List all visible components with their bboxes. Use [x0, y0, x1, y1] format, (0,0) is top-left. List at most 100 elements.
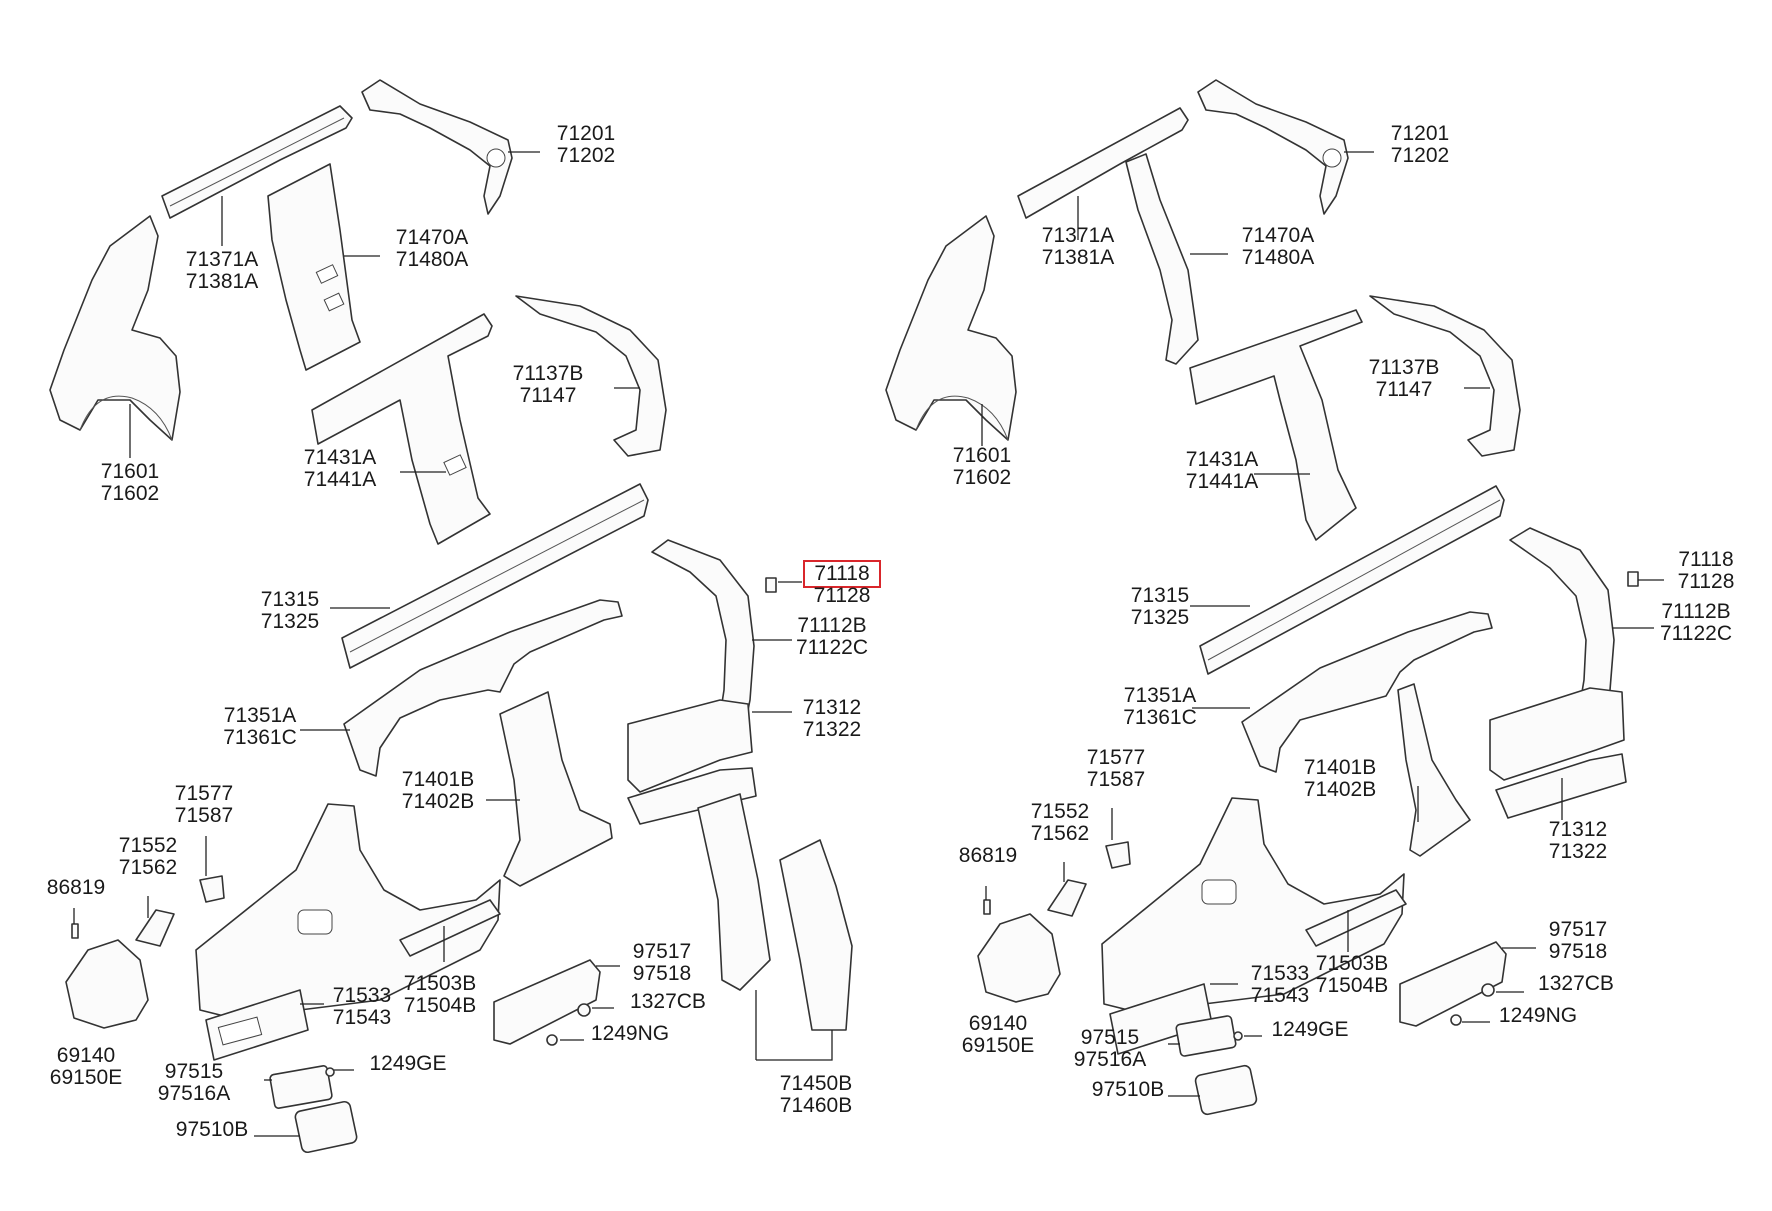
part-71112B[interactable] [651, 539, 755, 721]
part-label-r-97510B[interactable]: 97510B [1092, 1078, 1164, 1101]
part-97515[interactable] [269, 1065, 333, 1109]
part-71503B[interactable] [399, 899, 501, 957]
part-86819[interactable] [71, 923, 79, 939]
part-1249GE[interactable] [325, 1067, 335, 1077]
part-label-r-86819[interactable]: 86819 [959, 844, 1017, 867]
part-71552-r[interactable] [1047, 879, 1087, 917]
part-71470A[interactable] [267, 163, 361, 371]
part-97510B[interactable] [294, 1100, 358, 1154]
part-label-r-1327CB[interactable]: 1327CB [1538, 972, 1614, 995]
part-69140-r[interactable] [977, 913, 1061, 1003]
part-71351A[interactable] [343, 599, 623, 777]
part-71431A-r[interactable] [1189, 309, 1363, 541]
part-label-r-1249NG[interactable]: 1249NG [1499, 1004, 1577, 1027]
part-1249NG[interactable] [546, 1034, 558, 1046]
part-number: 71201 [1391, 122, 1449, 145]
part-label-r-1249GE[interactable]: 1249GE [1271, 1018, 1348, 1041]
part-71112B-r[interactable] [1509, 527, 1615, 707]
part-71601[interactable] [49, 215, 181, 441]
part-71137B-r[interactable] [1369, 295, 1521, 457]
part-71201-r[interactable] [1197, 79, 1349, 215]
part-69140[interactable] [65, 939, 149, 1029]
part-71351A-r[interactable] [1241, 611, 1493, 773]
part-71312-lower[interactable] [627, 767, 757, 825]
part-71431A[interactable] [311, 313, 493, 545]
part-label-l-97510B[interactable]: 97510B [176, 1118, 248, 1141]
part-71601-r[interactable] [885, 215, 1017, 441]
part-97510B-r[interactable] [1194, 1064, 1258, 1116]
part-1327CB-r[interactable] [1481, 983, 1495, 997]
part-97517[interactable] [493, 959, 601, 1045]
part-71312[interactable] [627, 699, 753, 793]
part-71450B[interactable] [697, 793, 771, 991]
part-71577-r[interactable] [1105, 841, 1131, 869]
part-1327CB[interactable] [577, 1003, 591, 1017]
part-71137B[interactable] [515, 295, 667, 457]
part-1249GE-r[interactable] [1233, 1031, 1243, 1041]
part-label-l-86819[interactable]: 86819 [47, 876, 105, 899]
part-label-l-1249GE[interactable]: 1249GE [369, 1052, 446, 1075]
part-71201[interactable] [361, 79, 513, 215]
part-71315[interactable] [341, 483, 649, 669]
part-71577[interactable] [199, 875, 225, 903]
part-71312-r-lower[interactable] [1495, 753, 1627, 819]
part-97515-r[interactable] [1175, 1015, 1237, 1057]
part-71118[interactable] [765, 577, 777, 593]
part-71552[interactable] [135, 909, 175, 947]
part-number: 71351A [1124, 684, 1196, 707]
part-1249NG-r[interactable] [1450, 1014, 1462, 1026]
part-label-l-1327CB[interactable]: 1327CB [630, 990, 706, 1013]
part-71450B-outer[interactable] [779, 839, 853, 1031]
part-71118-r[interactable] [1627, 571, 1639, 587]
part-71401B-r[interactable] [1397, 683, 1471, 857]
part-71371A-r[interactable] [1017, 107, 1189, 219]
part-71312-r[interactable] [1489, 687, 1625, 781]
part-71503B-r[interactable] [1305, 889, 1407, 947]
part-71470A-r[interactable] [1125, 153, 1199, 365]
part-71401B[interactable] [499, 691, 613, 887]
part-97517-r[interactable] [1399, 941, 1507, 1027]
part-71315-r[interactable] [1199, 485, 1505, 675]
part-label-l-1249NG[interactable]: 1249NG [591, 1022, 669, 1045]
part-86819-r[interactable] [983, 899, 991, 915]
